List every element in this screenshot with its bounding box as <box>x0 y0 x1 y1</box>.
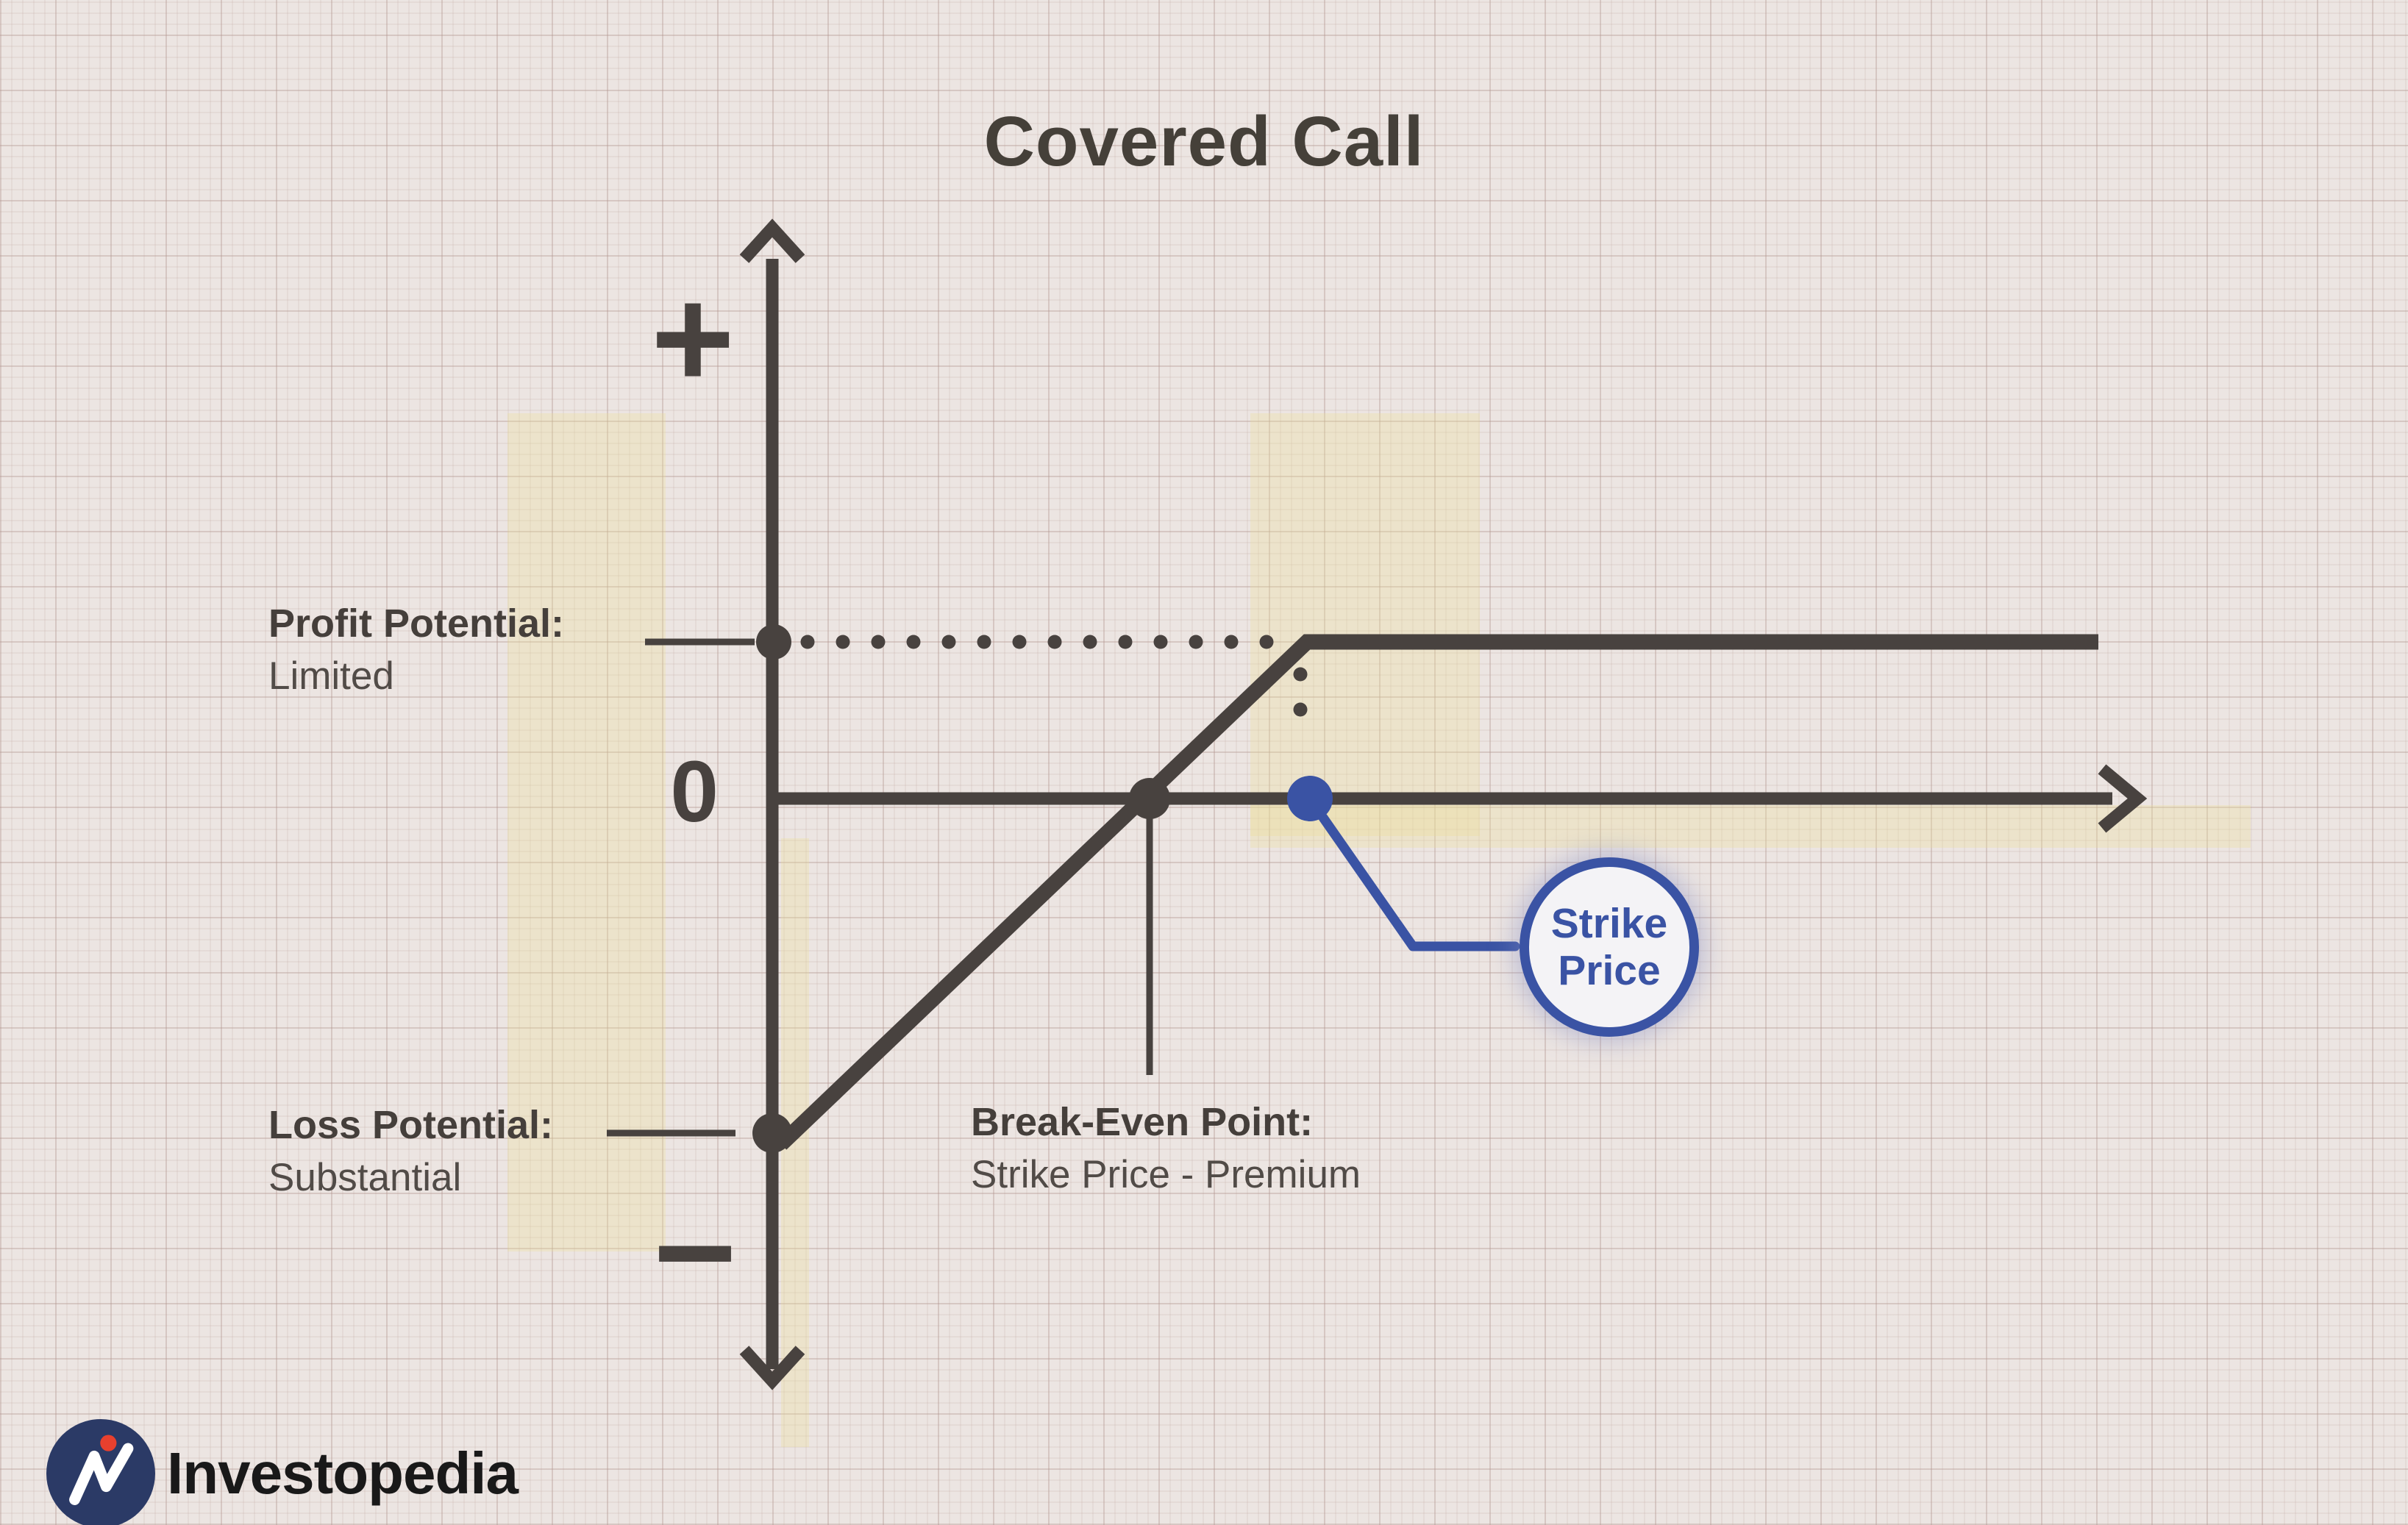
x-axis <box>772 764 2148 833</box>
y-axis <box>739 218 805 1390</box>
chart-title: Covered Call <box>983 102 1425 181</box>
loss-point <box>752 1113 792 1153</box>
loss-potential-heading: Loss Potential: <box>268 1103 554 1147</box>
profit-potential-label: Profit Potential: Limited <box>268 597 564 703</box>
strike-badge-line1: Strike <box>1550 900 1668 947</box>
y-axis-down-arrow-icon <box>739 1346 805 1390</box>
paper-highlight-strip <box>1250 805 2251 848</box>
profit-point <box>756 624 791 660</box>
strike-callout-line <box>1318 813 1520 951</box>
profit-potential-heading: Profit Potential: <box>268 601 564 646</box>
strike-point <box>1287 776 1333 821</box>
breakeven-value: Strike Price - Premium <box>971 1153 1361 1196</box>
paper-highlight-strip <box>1250 413 1480 836</box>
paper-highlight-strip <box>507 413 666 1251</box>
investopedia-wordmark: Investopedia <box>167 1440 519 1506</box>
x-axis-right-arrow-icon <box>2098 764 2148 833</box>
breakeven-point <box>1129 778 1170 819</box>
strike-badge-line2: Price <box>1558 947 1661 994</box>
zero-axis-label: 0 <box>670 743 719 840</box>
plus-axis-label: + <box>651 258 735 418</box>
minus-axis-label: − <box>653 1172 737 1332</box>
profit-potential-value: Limited <box>268 654 394 698</box>
loss-potential-label: Loss Potential: Substantial <box>268 1099 553 1204</box>
investopedia-logo: Investopedia <box>46 1419 519 1525</box>
payoff-line <box>775 634 2098 1150</box>
loss-potential-value: Substantial <box>268 1156 462 1199</box>
y-axis-up-arrow-icon <box>739 218 805 263</box>
breakeven-heading: Break-Even Point: <box>971 1100 1314 1144</box>
strike-price-badge: Strike Price <box>1520 857 1699 1037</box>
breakeven-label: Break-Even Point: Strike Price - Premium <box>971 1096 1361 1201</box>
investopedia-logo-icon <box>46 1419 155 1525</box>
